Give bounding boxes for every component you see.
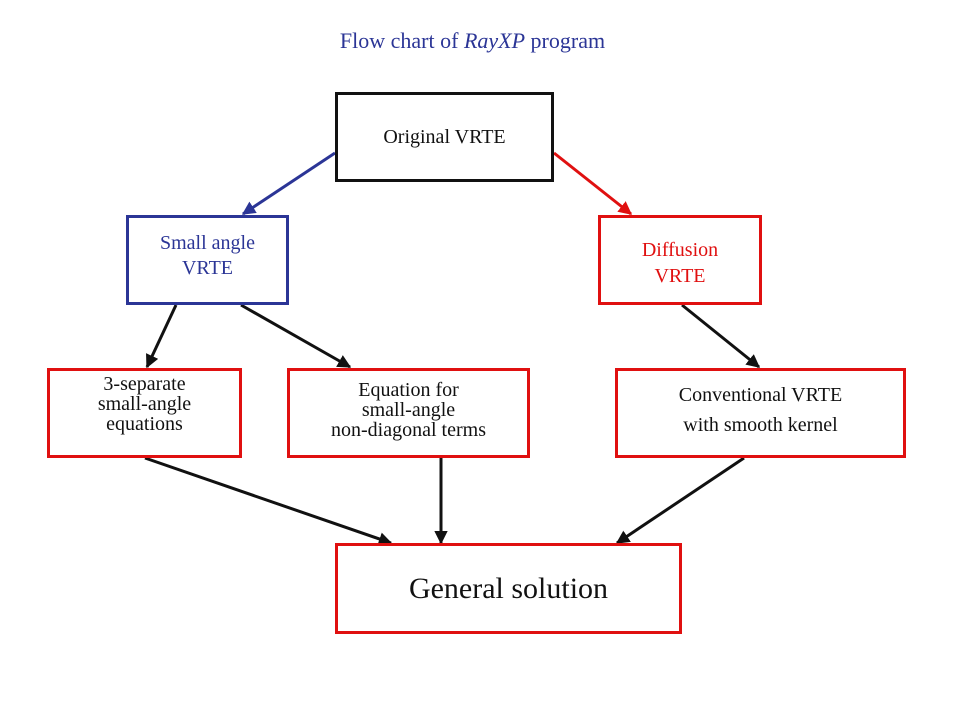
title-suffix: program: [525, 28, 606, 53]
node-conventional-line2: with smooth kernel: [683, 414, 838, 436]
node-diffusion-line1: Diffusion: [641, 239, 719, 261]
title-program-name: RayXP: [463, 28, 526, 53]
node-general-solution: General solution: [335, 543, 682, 634]
title-prefix: Flow chart of: [339, 28, 464, 53]
node-nondiagonal-equation: Equation for small-angle non-diagonal te…: [287, 368, 530, 458]
node-separate-line1: 3-separate: [103, 373, 186, 395]
edge-diffusion-to-conventional: [681, 303, 761, 369]
node-conventional-vrte: Conventional VRTE with smooth kernel: [615, 368, 906, 458]
edge-conventional-to-general: [615, 456, 745, 545]
node-original-vrte-label: Original VRTE: [383, 126, 506, 148]
edge-small-angle-to-separate: [145, 304, 178, 369]
node-small-angle-vrte: Small angle VRTE: [126, 215, 289, 305]
node-nondiag-line1: Equation for: [358, 379, 459, 401]
edge-separate-to-general: [144, 456, 393, 546]
node-nondiag-line3: non-diagonal terms: [331, 419, 486, 441]
node-diffusion-vrte: Diffusion VRTE: [598, 215, 762, 305]
diagram-title: Flow chart of RayXP program: [0, 28, 945, 54]
node-small-angle-line1: Small angle: [160, 232, 255, 254]
node-original-vrte: Original VRTE: [335, 92, 554, 182]
edge-original-to-small-angle: [241, 151, 336, 216]
node-separate-line3: equations: [106, 413, 183, 435]
node-separate-equations: 3-separate small-angle equations: [47, 368, 242, 458]
edge-original-to-diffusion: [553, 151, 633, 216]
node-nondiag-line2: small-angle: [361, 399, 456, 421]
node-separate-line2: small-angle: [97, 393, 192, 415]
node-general-solution-label: General solution: [408, 571, 609, 605]
edge-small-angle-to-nondiag: [240, 303, 352, 369]
node-diffusion-line2: VRTE: [654, 265, 706, 287]
node-conventional-line1: Conventional VRTE: [678, 384, 843, 406]
node-small-angle-line2: VRTE: [181, 257, 233, 279]
